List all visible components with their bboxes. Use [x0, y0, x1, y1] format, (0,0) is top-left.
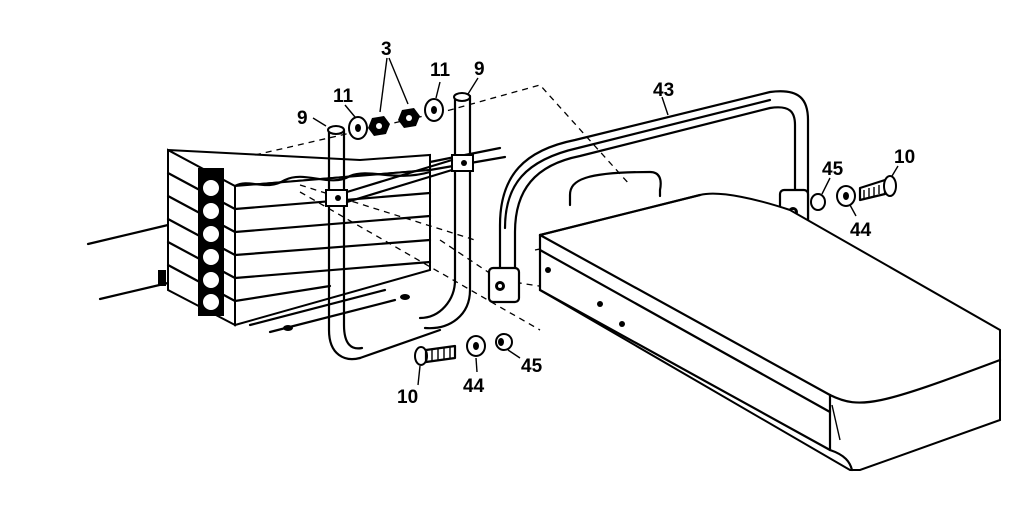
label-part-9-left: 9 — [297, 108, 308, 129]
part-number-labels: 3 9 9 11 11 43 45 10 44 10 44 45 — [297, 39, 915, 408]
label-part-44-bottom: 44 — [463, 376, 485, 397]
hardware-bottom — [414, 333, 521, 386]
label-part-11-left: 11 — [333, 86, 354, 107]
handle-43 — [487, 90, 810, 304]
label-part-44-top: 44 — [850, 220, 872, 241]
label-part-45-top: 45 — [822, 159, 844, 180]
label-part-11-right: 11 — [430, 60, 451, 81]
roller-stack — [158, 148, 432, 334]
label-part-10-top: 10 — [894, 147, 915, 168]
label-part-43: 43 — [653, 80, 674, 101]
label-part-3: 3 — [381, 39, 392, 60]
hardware-right — [810, 165, 899, 217]
hardware-top — [312, 57, 479, 140]
handle-tube-left — [325, 92, 474, 361]
label-part-9-right: 9 — [474, 59, 485, 80]
board-plank — [538, 192, 1002, 472]
label-part-45-bottom: 45 — [521, 356, 543, 377]
label-part-10-bottom: 10 — [397, 387, 418, 408]
